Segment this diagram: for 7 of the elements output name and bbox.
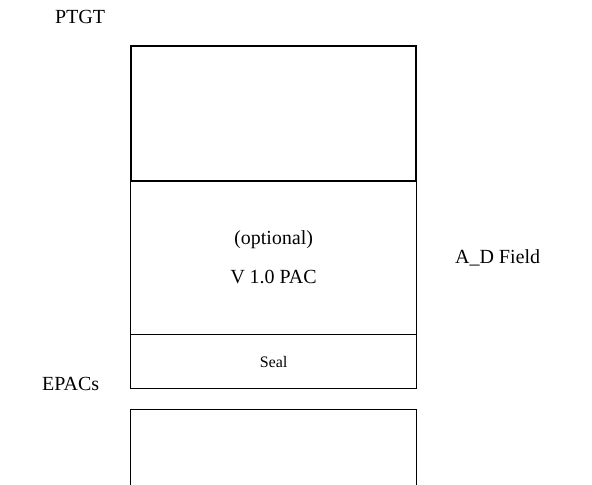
empty-section [131, 46, 416, 181]
box-heading: EPACs [42, 373, 100, 396]
box-heading: PTGT [55, 6, 105, 29]
section-text: (optional) [234, 227, 313, 250]
side-label: A_D Field [455, 246, 540, 269]
section-text: Seal [260, 354, 288, 372]
section-text: V 1.0 PAC [230, 266, 317, 289]
